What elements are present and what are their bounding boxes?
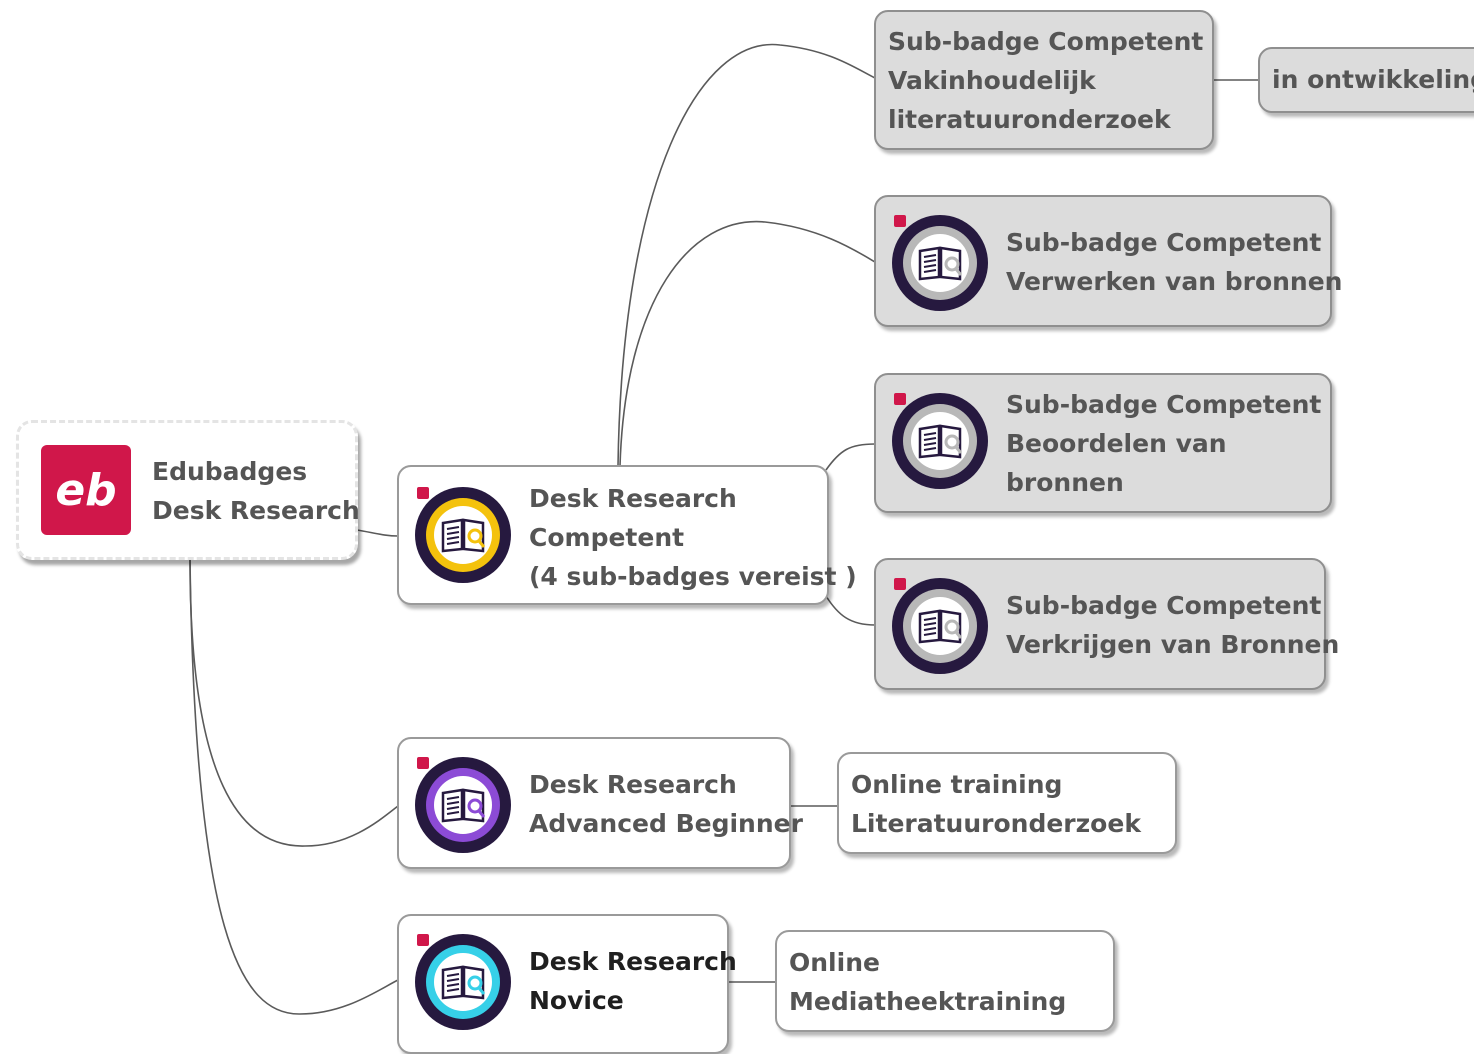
status-label: in ontwikkeling	[1272, 65, 1474, 94]
book-badge-icon	[892, 393, 988, 489]
link-root-competent	[356, 529, 399, 537]
book-badge-icon	[892, 578, 988, 674]
book-badge-icon	[415, 934, 511, 1030]
link-root-advanced	[189, 559, 399, 847]
book-badge-icon	[415, 487, 511, 583]
book-badge-icon	[892, 215, 988, 311]
link-competent-sub4	[825, 595, 876, 626]
link-competent-sub1	[617, 43, 876, 467]
edubadges-logo-icon: eb	[41, 445, 131, 535]
link-competent-sub2	[619, 220, 876, 467]
link-competent-sub3	[825, 443, 876, 471]
status-node-in-ontwikkeling[interactable]: in ontwikkeling	[1258, 47, 1474, 113]
link-root-novice	[189, 559, 399, 1015]
book-badge-icon	[415, 757, 511, 853]
